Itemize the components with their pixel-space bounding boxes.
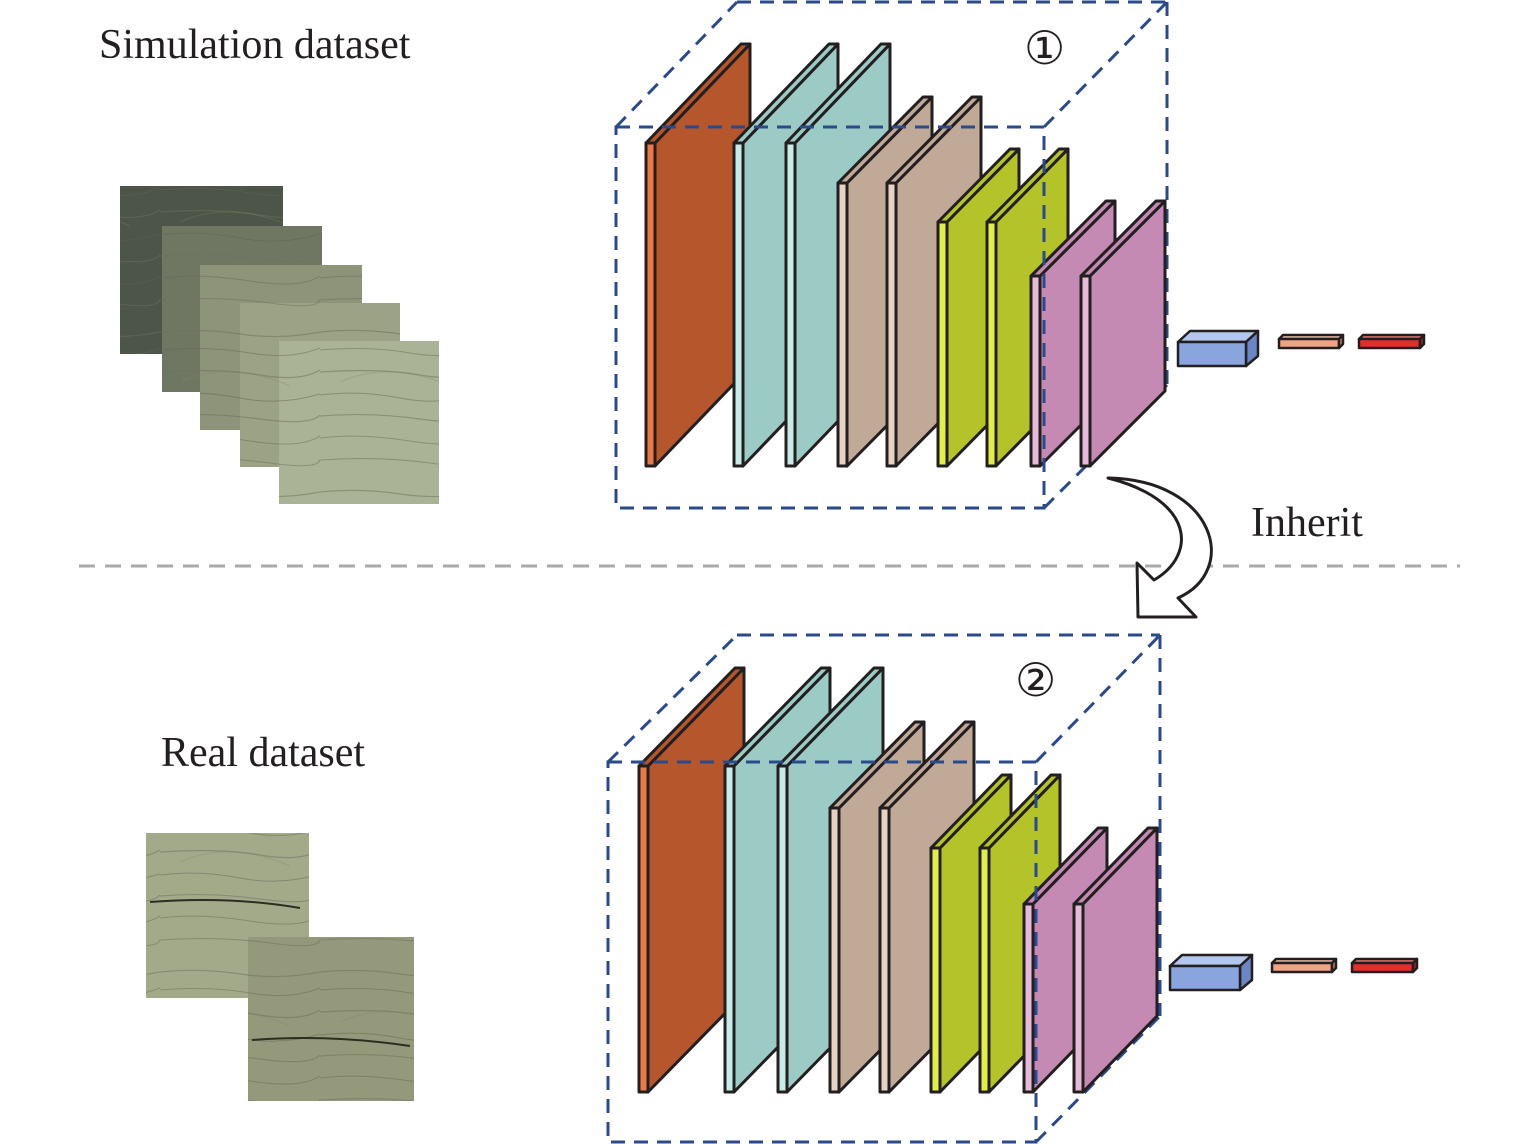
fc-block (1168, 953, 1254, 992)
fc-layer-orange (1270, 957, 1338, 974)
fc-layer-red (1357, 333, 1426, 350)
conv-layer-1 (637, 666, 746, 1094)
texture-image (248, 937, 414, 1101)
conv-layer-9 (1072, 826, 1159, 1094)
conv-layer-1 (644, 42, 752, 468)
texture-image (146, 833, 309, 998)
cnn-model-1 (614, 0, 1426, 510)
fc-block (1176, 329, 1260, 368)
real-dataset-images (146, 833, 414, 1101)
dashed-frame-front (606, 760, 1038, 1144)
inherit-arrow (1106, 476, 1213, 619)
fc-layer-orange (1277, 333, 1345, 350)
real-dataset-label: Real dataset (161, 730, 366, 776)
inherit-label: Inherit (1251, 500, 1363, 546)
simulation-dataset-label: Simulation dataset (99, 22, 411, 68)
conv-layer-9 (1079, 199, 1167, 468)
texture-image (279, 341, 439, 504)
simulation-dataset-images (120, 186, 439, 504)
fc-layer-red (1350, 957, 1419, 974)
stage-2-marker: ② (1015, 655, 1057, 706)
cnn-model-2 (606, 633, 1419, 1144)
stage-1-marker: ① (1024, 23, 1066, 74)
dashed-frame-back (606, 633, 1162, 1144)
dashed-frame-front (614, 125, 1046, 510)
